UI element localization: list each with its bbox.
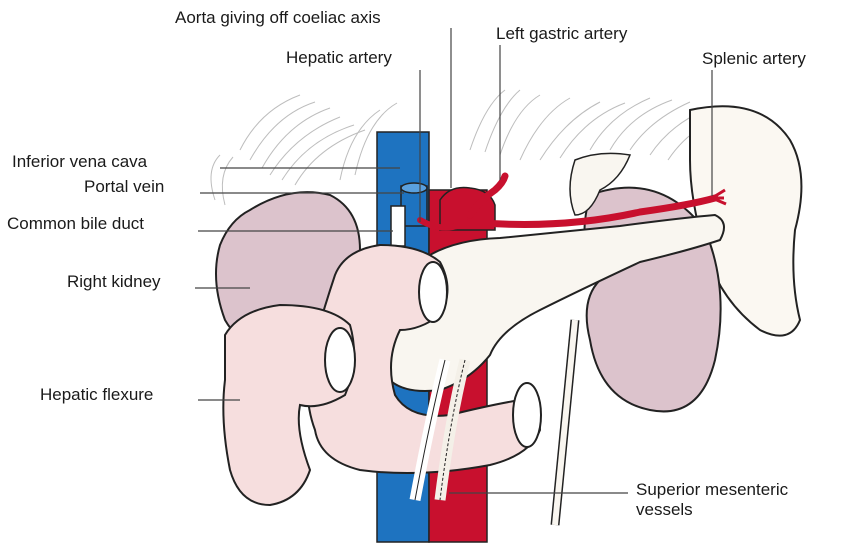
label-left-gastric-artery: Left gastric artery bbox=[496, 24, 627, 44]
label-hepatic-flexure: Hepatic flexure bbox=[40, 385, 153, 405]
label-aorta: Aorta giving off coeliac axis bbox=[175, 8, 381, 28]
label-right-kidney: Right kidney bbox=[67, 272, 161, 292]
jejunum-lumen bbox=[513, 383, 541, 447]
label-splenic-artery: Splenic artery bbox=[702, 49, 806, 69]
ureter-fill bbox=[555, 320, 575, 525]
label-vessels: vessels bbox=[636, 500, 693, 520]
portal-vein-lumen bbox=[401, 183, 427, 193]
label-common-bile-duct: Common bile duct bbox=[7, 214, 144, 234]
label-inferior-vena-cava: Inferior vena cava bbox=[12, 152, 147, 172]
label-superior-mesenteric: Superior mesenteric bbox=[636, 480, 788, 500]
duodenum-lumen-top bbox=[419, 262, 447, 322]
common-bile-duct bbox=[391, 206, 405, 246]
colon-lumen bbox=[325, 328, 355, 392]
label-portal-vein: Portal vein bbox=[84, 177, 164, 197]
label-hepatic-artery: Hepatic artery bbox=[286, 48, 392, 68]
